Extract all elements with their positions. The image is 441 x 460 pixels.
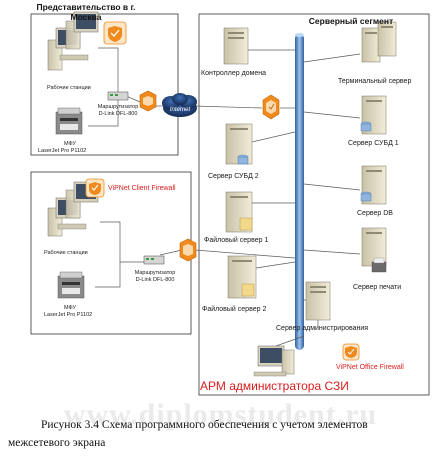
figure-caption-line2: межсетевого экрана [8, 437, 106, 449]
internet-cloud-icon: Internet [162, 93, 197, 117]
branch-workstation-icon [47, 181, 99, 237]
domain-controller-server-icon [223, 27, 249, 65]
branch-client-firewall-label: ViPNet Client Firewall [108, 185, 176, 192]
admin-server-icon [305, 281, 331, 321]
moscow-mfu-label: МФУ [64, 141, 76, 147]
moscow-router-label: Маршрутизатор D-Link DFL-800 [97, 104, 139, 117]
central-firewall-icon [262, 94, 280, 120]
internet-label: Internet [170, 107, 191, 113]
branch-mfu-printer-icon [57, 271, 85, 299]
dbms1-label: Сервер СУБД 1 [348, 140, 399, 147]
branch-printer-model-label: LaserJet Pro P1102 [44, 312, 93, 318]
moscow-office-frame [30, 13, 179, 156]
terminal-server-icon [361, 21, 397, 63]
terminal-server-label: Терминальный сервер [338, 78, 412, 85]
dbms2-server-icon [225, 123, 253, 165]
file-server2-label: Файловый сервер 2 [202, 306, 267, 313]
db-server-label: Сервер DB [357, 210, 393, 217]
file-server2-icon [227, 255, 257, 299]
branch-firewall-icon [179, 238, 197, 262]
dbms1-server-icon [360, 95, 387, 135]
print-server-label: Сервер печати [353, 284, 402, 291]
branch-mfu-label: МФУ [64, 305, 76, 311]
office-firewall-label: ViPNet Office Firewall [336, 364, 404, 371]
domain-controller-label: Контроллер домена [201, 70, 267, 77]
arm-admin-label: АРМ администратора СЗИ [200, 379, 349, 393]
admin-workstation-icon [253, 345, 295, 377]
office-firewall-shield-icon [342, 343, 360, 361]
moscow-firewall-icon [139, 90, 157, 112]
admin-server-label: Сервер администрирования [276, 325, 369, 332]
server-segment-title: Серверный сегмент [308, 16, 394, 26]
dbms2-label: Сервер СУБД 2 [208, 173, 259, 180]
figure-caption-line1: Рисунок 3.4 Схема программного обеспечен… [41, 419, 368, 431]
watermark: www.diplomstudent.ru [63, 398, 378, 431]
print-server-icon [361, 227, 387, 273]
moscow-vipnet-shield-icon [103, 21, 127, 45]
file-server1-icon [225, 191, 253, 233]
moscow-workstation-icon [47, 11, 99, 71]
moscow-workstations-label: Рабочие станции [47, 85, 91, 91]
branch-workstations-label: Рабочие станции [44, 250, 88, 256]
branch-vipnet-shield-icon [85, 178, 105, 198]
branch-router-label: Маршрутизатор D-Link DFL-800 [134, 270, 176, 283]
file-server1-label: Файловый сервер 1 [204, 237, 269, 244]
server-segment-frame [198, 13, 430, 396]
network-backbone [295, 34, 304, 350]
moscow-router-icon [107, 91, 129, 101]
branch-router-icon [143, 255, 165, 265]
moscow-printer-model-label: LaserJet Pro P1102 [38, 148, 87, 154]
network-diagram: Internet [30, 11, 430, 396]
db-server-icon [360, 165, 387, 205]
moscow-office-title: Представительство в г. Москва [36, 2, 136, 22]
moscow-mfu-printer-icon [55, 107, 83, 135]
